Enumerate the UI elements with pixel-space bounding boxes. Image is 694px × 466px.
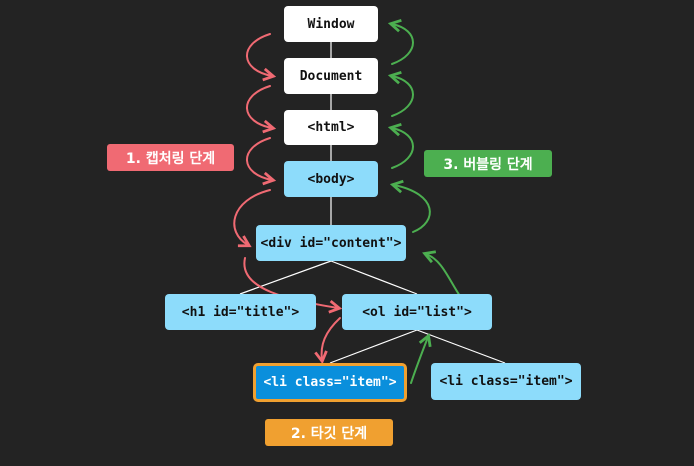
capture-arrow-ol-li — [322, 317, 341, 360]
bubble-arrow-ol-div — [426, 254, 461, 297]
connector-div-h1 — [239, 260, 332, 295]
capture-arrow-body-div — [233, 189, 271, 245]
node-h1-title: <h1 id="title"> — [165, 294, 316, 330]
node-div-content: <div id="content"> — [256, 225, 406, 261]
node-html: <html> — [284, 110, 378, 145]
node-document: Document — [284, 58, 378, 94]
node-li-item-target: <li class="item"> — [253, 363, 407, 402]
target-phase-badge: 2. 타깃 단계 — [265, 419, 393, 446]
connector-div-ol — [330, 260, 418, 295]
node-ol-list: <ol id="list"> — [342, 294, 492, 330]
node-body: <body> — [284, 161, 378, 197]
capture-arrow-window-document — [246, 33, 272, 76]
bubble-arrow-body-html — [392, 128, 414, 169]
bubble-arrow-html-document — [392, 76, 414, 117]
capturing-phase-badge: 1. 캡처링 단계 — [107, 144, 234, 171]
capture-arrow-document-html — [246, 85, 272, 128]
bubble-arrow-li-ol — [410, 337, 428, 384]
capture-arrow-div-ol — [243, 257, 338, 308]
node-li-item: <li class="item"> — [431, 363, 581, 400]
connector-ol-li-other — [416, 329, 506, 364]
capture-arrow-html-body — [246, 137, 272, 180]
node-window: Window — [284, 6, 378, 42]
bubbling-phase-badge: 3. 버블링 단계 — [424, 150, 552, 177]
bubble-arrow-div-body — [394, 185, 431, 233]
connector-ol-li-target — [329, 329, 418, 364]
bubble-arrow-document-window — [392, 24, 414, 65]
